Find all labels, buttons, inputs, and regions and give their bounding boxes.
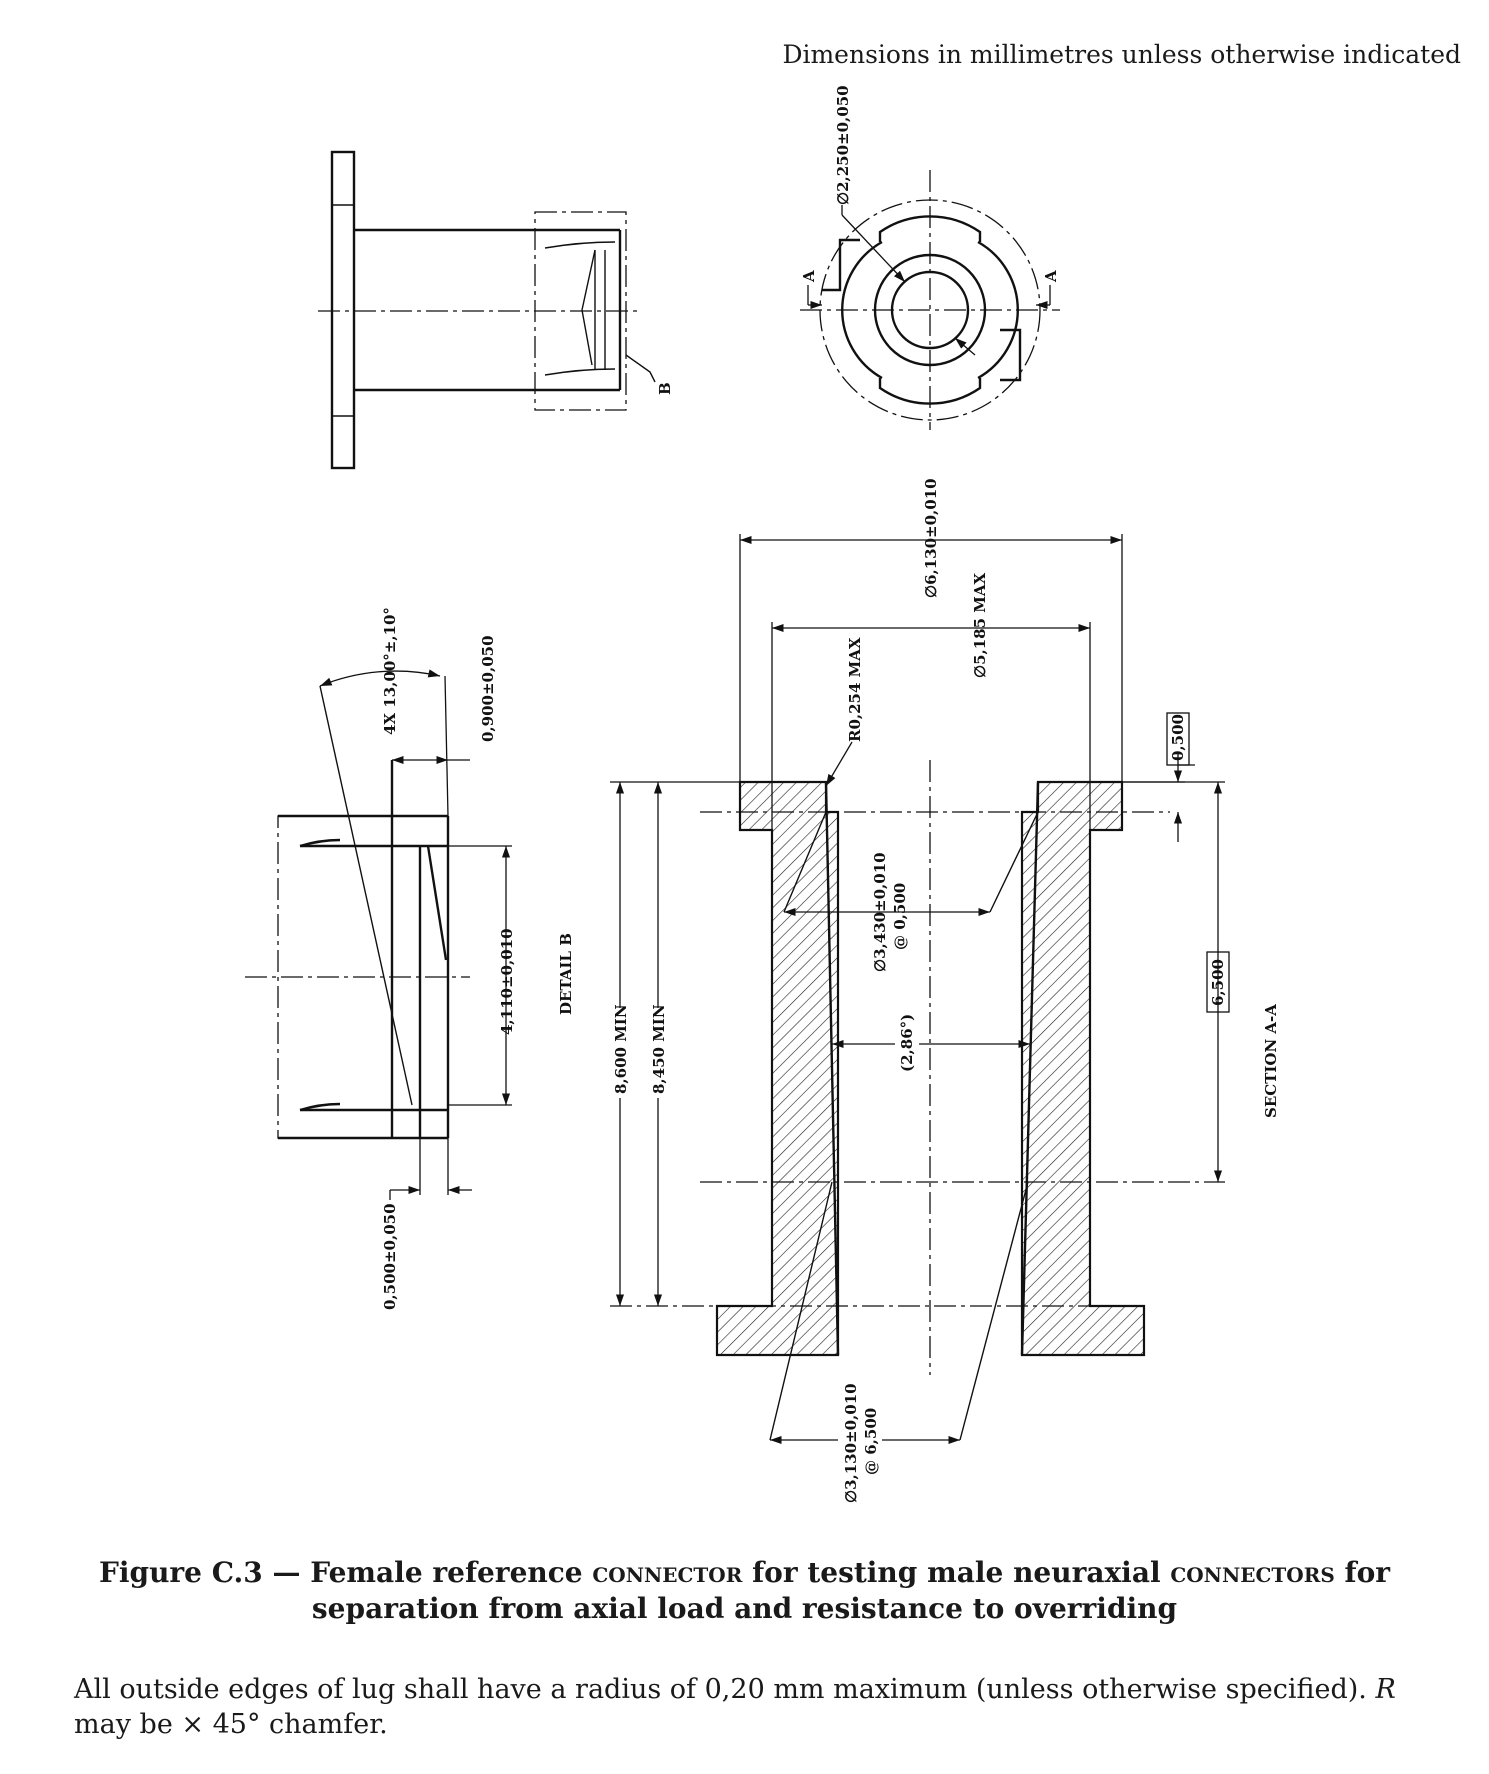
lug-notch-right: [1000, 328, 1022, 382]
flange-outline: [330, 150, 356, 470]
caption-term-connectors: connectors: [1170, 1556, 1335, 1589]
lug-angle-arc: [319, 669, 441, 687]
figure-caption: Figure C.3 — Female reference connector …: [0, 1555, 1489, 1627]
lug-thickness-dim: 0,900±0,050: [479, 635, 497, 742]
note-r-symbol: R: [1375, 1674, 1396, 1705]
taper-dim: (2,86°): [898, 1014, 916, 1072]
left-wall-section: [715, 780, 840, 1357]
bore-0500-leader: [989, 811, 1039, 913]
bore-6500-dim-value: ∅3,130±0,010: [842, 1383, 860, 1503]
side-view: B: [318, 150, 674, 470]
section-a-a-view: ∅6,130±0,010 ∅5,185 MAX R0,254 MAX 0,500…: [610, 478, 1280, 1507]
lug-bottom: [544, 368, 616, 376]
total-length-label-bg: [610, 1008, 632, 1098]
lug-angle-ext: [444, 675, 449, 817]
bore-6500-dim-gauge: @ 6,500: [862, 1408, 880, 1475]
outer-dia-dim: ∅6,130±0,010: [922, 478, 940, 598]
total-length-dim: 8,600 MIN: [612, 1004, 630, 1094]
bore-right-edge: [1020, 781, 1040, 1356]
inner-length-dim: 8,450 MIN: [650, 1004, 668, 1094]
bore-0500-leader: [783, 811, 827, 913]
lug-angle-dim: 4X 13,00°±,10°: [381, 607, 399, 735]
radius-leader: [825, 741, 853, 787]
lug-span-dim: 4,110±0,010: [498, 928, 516, 1035]
lug-ramp: [581, 249, 596, 366]
detail-lug-bottom-tip: [299, 1102, 341, 1112]
bore-6500-leader: [959, 1181, 1029, 1441]
gauge-span-dim: 6,500: [1209, 959, 1227, 1006]
bore-left-edge: [824, 781, 840, 1356]
edge-radius-note: All outside edges of lug shall have a ra…: [74, 1672, 1459, 1742]
bore-0500-dim-gauge: @ 0,500: [891, 883, 909, 950]
detail-lug-top-tip: [299, 838, 341, 848]
section-marker-left: A: [800, 270, 818, 283]
caption-prefix: Figure C.3 — Female reference: [98, 1556, 593, 1589]
end-hole-dim: ∅2,250±0,050: [834, 85, 852, 205]
caption-end: for: [1334, 1556, 1391, 1589]
dimensions-note: Dimensions in millimetres unless otherwi…: [782, 40, 1461, 69]
detail-leader: [625, 354, 656, 383]
end-view: A A ∅2,250±0,050: [800, 85, 1060, 430]
bore-6500-leader: [769, 1181, 833, 1441]
section-a-a-title: SECTION A-A: [1262, 1004, 1280, 1118]
bore-6500-label-bg: [838, 1382, 882, 1507]
lug-top: [544, 241, 616, 249]
caption-middle: for testing male neuraxial: [742, 1556, 1171, 1589]
radius-dim: R0,254 MAX: [846, 637, 864, 742]
note-text-2: may be × 45° chamfer.: [74, 1709, 388, 1740]
right-wall-section: [1020, 780, 1146, 1357]
taper-label-bg: [895, 1008, 919, 1078]
detail-b-view: 4X 13,00°±,10° 0,900±0,050 4,110±0,010 0…: [245, 607, 575, 1310]
lug-ref-box: [1166, 712, 1190, 766]
inner-length-label-bg: [648, 1008, 670, 1098]
caption-line-1: Figure C.3 — Female reference connector …: [0, 1555, 1489, 1591]
detail-b-callout: B: [656, 382, 674, 395]
lug-notch-left: [822, 238, 860, 292]
note-text-1: All outside edges of lug shall have a ra…: [74, 1674, 1376, 1705]
lug-ref-dim: 0,500: [1169, 714, 1187, 761]
end-hole-leader: [841, 214, 906, 283]
caption-line-2: separation from axial load and resistanc…: [311, 1592, 1178, 1625]
lug-dia-dim: ∅5,185 MAX: [971, 572, 989, 678]
bore-0500-dim-value: ∅3,430±0,010: [871, 852, 889, 972]
detail-b-title: DETAIL B: [557, 933, 575, 1015]
lug-tip-dim: 0,500±0,050: [381, 1203, 399, 1310]
gauge-span-box: [1206, 951, 1230, 1013]
detail-ramp: [426, 845, 448, 961]
caption-term-connector: connector: [592, 1556, 743, 1589]
detail-angle-line: [319, 685, 413, 1106]
section-marker-right: A: [1042, 270, 1060, 283]
end-hole-leader-2: [954, 337, 976, 356]
